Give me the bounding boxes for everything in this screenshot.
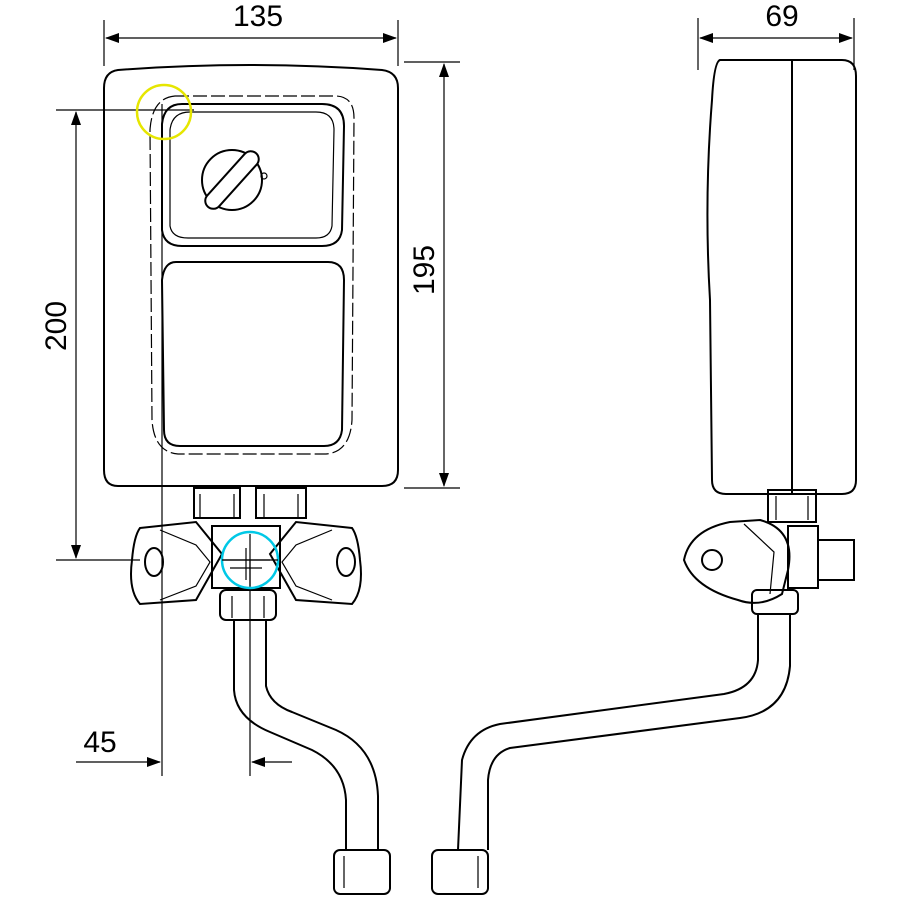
side-valve-body	[682, 518, 855, 615]
front-spout-nut	[219, 589, 277, 621]
front-connectors	[193, 487, 307, 519]
dimension-height-total: 200	[40, 109, 194, 561]
dimension-depth: 69	[697, 0, 855, 70]
dimension-width: 135	[103, 0, 399, 66]
dimension-height-body: 195	[404, 61, 460, 489]
front-view	[103, 64, 399, 895]
dimension-offset-label: 45	[83, 726, 116, 759]
front-spout-pipe	[233, 620, 391, 895]
front-lower-panel	[160, 261, 346, 447]
dimension-offset: 45	[76, 104, 292, 776]
knob-icon	[201, 149, 268, 211]
side-connector	[767, 489, 817, 523]
side-housing	[706, 59, 857, 495]
side-spout-pipe	[431, 614, 791, 895]
dimension-height-body-label: 195	[408, 245, 441, 295]
front-panel-outline	[149, 95, 355, 455]
control-window	[161, 103, 346, 247]
highlight-circle-yellow	[135, 83, 193, 141]
front-housing	[103, 64, 399, 487]
front-valve-body	[130, 520, 362, 606]
dimension-depth-label: 69	[765, 0, 798, 33]
dimension-width-label: 135	[233, 0, 283, 33]
dimension-height-total-label: 200	[40, 301, 73, 351]
side-view	[431, 59, 857, 895]
